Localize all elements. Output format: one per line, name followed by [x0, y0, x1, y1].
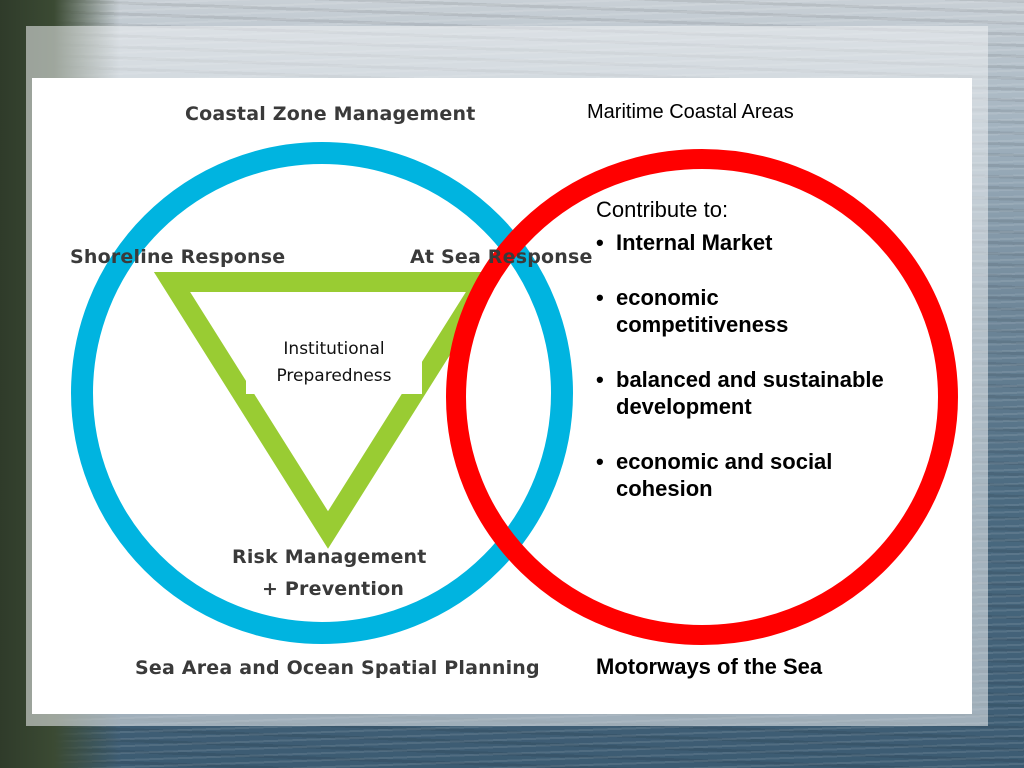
institutional-preparedness-box: Institutional Preparedness: [246, 334, 422, 394]
spatial-planning-label: Sea Area and Ocean Spatial Planning: [135, 657, 540, 679]
coastal-zone-management-label: Coastal Zone Management: [185, 103, 476, 125]
bullet-social-cohesion: economic and social cohesion: [596, 448, 896, 502]
at-sea-response-label: At Sea Response: [410, 246, 593, 268]
motorways-of-the-sea-label: Motorways of the Sea: [596, 654, 823, 679]
shoreline-response-label: Shoreline Response: [70, 246, 286, 268]
contribute-list: Contribute to: Internal Market economic …: [596, 197, 896, 530]
maritime-circle: [446, 149, 958, 645]
maritime-coastal-areas-title: Maritime Coastal Areas: [587, 101, 794, 123]
triangle-shape: [153, 272, 503, 549]
contribute-heading: Contribute to:: [596, 197, 729, 222]
risk-management-label: Risk Management: [232, 546, 427, 568]
prevention-label: + Prevention: [262, 578, 405, 600]
preparedness-label: Preparedness: [276, 366, 392, 386]
bullet-economic-competitiveness: economic competitiveness: [596, 284, 896, 338]
contribution-bullets: Internal Market economic competitiveness…: [596, 229, 896, 502]
bullet-internal-market: Internal Market: [596, 229, 896, 256]
bullet-sustainable-development: balanced and sustainable development: [596, 366, 896, 420]
institutional-label: Institutional: [283, 339, 385, 359]
coastal-zone-circle: [71, 142, 573, 644]
